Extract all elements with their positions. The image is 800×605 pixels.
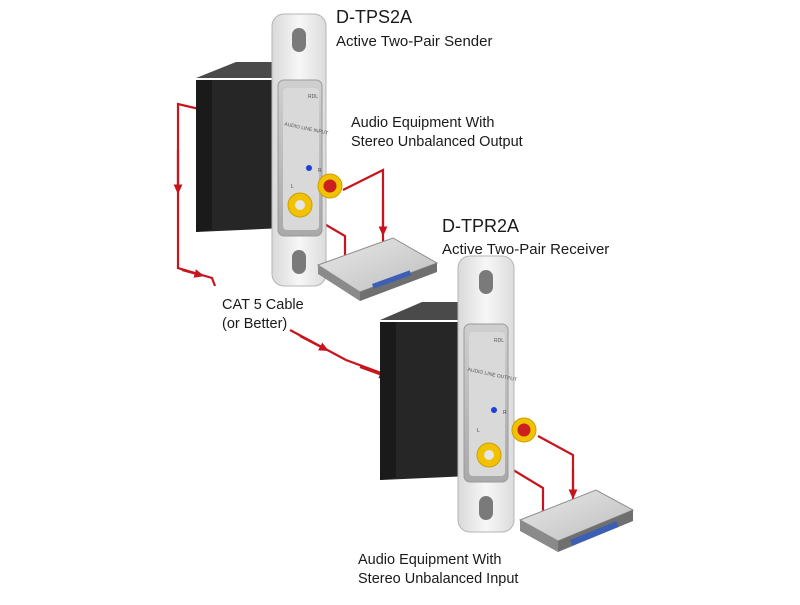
cable-arrow-2 xyxy=(181,268,205,278)
destination-equipment-label-line1: Audio Equipment With xyxy=(358,552,502,568)
dest-box-panel xyxy=(570,521,619,546)
receiver-led xyxy=(491,407,497,413)
cable-label-line1: CAT 5 Cable xyxy=(222,297,304,313)
receiver-r-label: R xyxy=(503,410,507,416)
cable-arrow-3 xyxy=(299,335,329,352)
receiver-description-label: Active Two-Pair Receiver xyxy=(442,241,610,258)
sender-led xyxy=(306,165,312,171)
sender-screw-bottom xyxy=(292,250,306,274)
source-box-side xyxy=(360,263,437,301)
receiver-box-left-shade xyxy=(380,322,396,480)
wire-right-in xyxy=(342,168,385,252)
source-box-front xyxy=(318,265,360,301)
sender-rca-right xyxy=(317,173,343,199)
sender-device: RDL AUDIO LINE INPUT L R xyxy=(196,13,343,287)
sender-rca-left xyxy=(287,192,313,218)
source-box-panel xyxy=(372,270,412,289)
receiver-badge: RDL xyxy=(494,338,504,344)
sender-box-top xyxy=(196,62,284,78)
source-equipment-label-line2: Stereo Unbalanced Output xyxy=(351,134,523,150)
receiver-rca-right xyxy=(511,417,537,443)
receiver-model-label: D-TPR2A xyxy=(442,216,520,236)
sender-description-label: Active Two-Pair Sender xyxy=(336,33,493,50)
sender-l-label: L xyxy=(291,184,294,190)
receiver-rca-left xyxy=(476,442,502,468)
sender-model-label: D-TPS2A xyxy=(336,7,413,27)
receiver-box-side xyxy=(380,322,470,480)
sender-box-side xyxy=(196,80,284,232)
source-equipment-label-line1: Audio Equipment With xyxy=(351,115,495,131)
receiver-screw-top xyxy=(479,270,493,294)
sender-badge: RDL xyxy=(308,94,318,100)
destination-equipment-box xyxy=(518,489,635,552)
sender-r-label: R xyxy=(318,168,322,174)
cat5-cable-path xyxy=(176,102,217,287)
sender-screw-top xyxy=(292,28,306,52)
receiver-device: RDL AUDIO LINE OUTPUT L R xyxy=(380,255,537,533)
source-equipment-box xyxy=(316,237,439,301)
sender-insert-face xyxy=(283,88,319,230)
destination-equipment-label-line2: Stereo Unbalanced Input xyxy=(358,571,519,587)
sender-box-left-shade xyxy=(196,80,212,232)
receiver-screw-bottom xyxy=(479,496,493,520)
receiver-box-top xyxy=(380,302,470,320)
cable-label-line2: (or Better) xyxy=(222,316,288,332)
receiver-l-label: L xyxy=(477,428,480,434)
dest-box-front xyxy=(520,520,558,552)
receiver-insert-face xyxy=(469,332,505,476)
